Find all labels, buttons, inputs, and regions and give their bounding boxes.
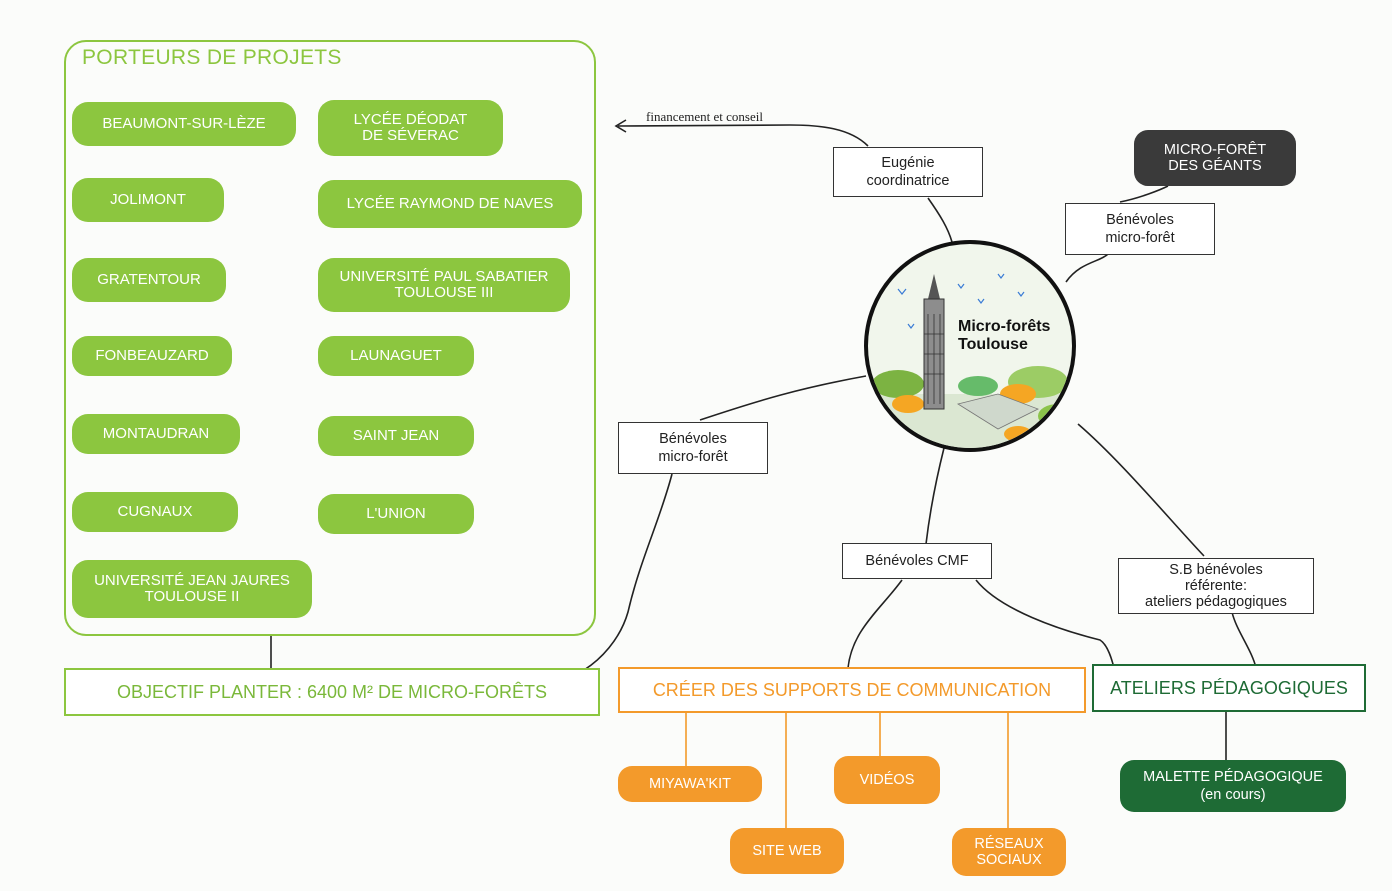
benevoles-cmf-box: Bénévoles CMF: [842, 543, 992, 579]
miyawakit-pill: MIYAWA'KIT: [618, 766, 762, 802]
videos-pill: VIDÉOS: [834, 756, 940, 804]
eugenie-box: Eugénie coordinatrice: [833, 147, 983, 197]
porteurs-title: PORTEURS DE PROJETS: [82, 46, 342, 69]
link-financement: [617, 124, 869, 147]
link-sb-ateliers: [1231, 611, 1257, 669]
ateliers-box: ATELIERS PÉDAGOGIQUES: [1092, 664, 1366, 712]
link-circle-benevoles-left: [699, 375, 867, 421]
porteur-pill: FONBEAUZARD: [72, 336, 232, 376]
link-cmf-ateliers: [975, 579, 1115, 669]
porteur-pill: MONTAUDRAN: [72, 414, 240, 454]
porteur-pill: BEAUMONT-SUR-LÈZE: [72, 102, 296, 146]
porteur-pill: UNIVERSITÉ JEAN JAURES TOULOUSE II: [72, 560, 312, 618]
financement-label: financement et conseil: [646, 109, 763, 124]
malette-pill: MALETTE PÉDAGOGIQUE (en cours): [1120, 760, 1346, 812]
objectif-box: OBJECTIF PLANTER : 6400 M² DE MICRO-FORÊ…: [64, 668, 600, 716]
communication-box: CRÉER DES SUPPORTS DE COMMUNICATION: [618, 667, 1086, 713]
link-cmf-communication: [847, 579, 903, 669]
link-circle-benevoles-right: [1065, 253, 1109, 283]
porteur-pill: SAINT JEAN: [318, 416, 474, 456]
link-benevoles-geants: [1119, 185, 1169, 203]
porteur-pill: L'UNION: [318, 494, 474, 534]
porteurs-panel: [64, 40, 596, 636]
porteur-pill: LYCÉE DÉODAT DE SÉVERAC: [318, 100, 503, 156]
siteweb-pill: SITE WEB: [730, 828, 844, 874]
geants-pill: MICRO-FORÊT DES GÉANTS: [1134, 130, 1296, 186]
porteur-pill: CUGNAUX: [72, 492, 238, 532]
link-circle-cmf: [925, 447, 945, 545]
link-circle-sb: [1077, 423, 1205, 557]
porteur-pill: LAUNAGUET: [318, 336, 474, 376]
porteur-pill: UNIVERSITÉ PAUL SABATIER TOULOUSE III: [318, 258, 570, 312]
arrow-head: [614, 119, 627, 133]
center-title: Micro-forêts Toulouse: [958, 318, 1051, 353]
porteur-pill: LYCÉE RAYMOND DE NAVES: [318, 180, 582, 228]
benevoles-right-box: Bénévoles micro-forêt: [1065, 203, 1215, 255]
link-eugenie-circle: [927, 197, 953, 243]
benevoles-left-box: Bénévoles micro-forêt: [618, 422, 768, 474]
link-benevoles-objectif: [583, 473, 673, 671]
sb-referente-box: S.B bénévoles référente: ateliers pédago…: [1118, 558, 1314, 614]
reseaux-pill: RÉSEAUX SOCIAUX: [952, 828, 1066, 876]
porteur-pill: JOLIMONT: [72, 178, 224, 222]
porteur-pill: GRATENTOUR: [72, 258, 226, 302]
